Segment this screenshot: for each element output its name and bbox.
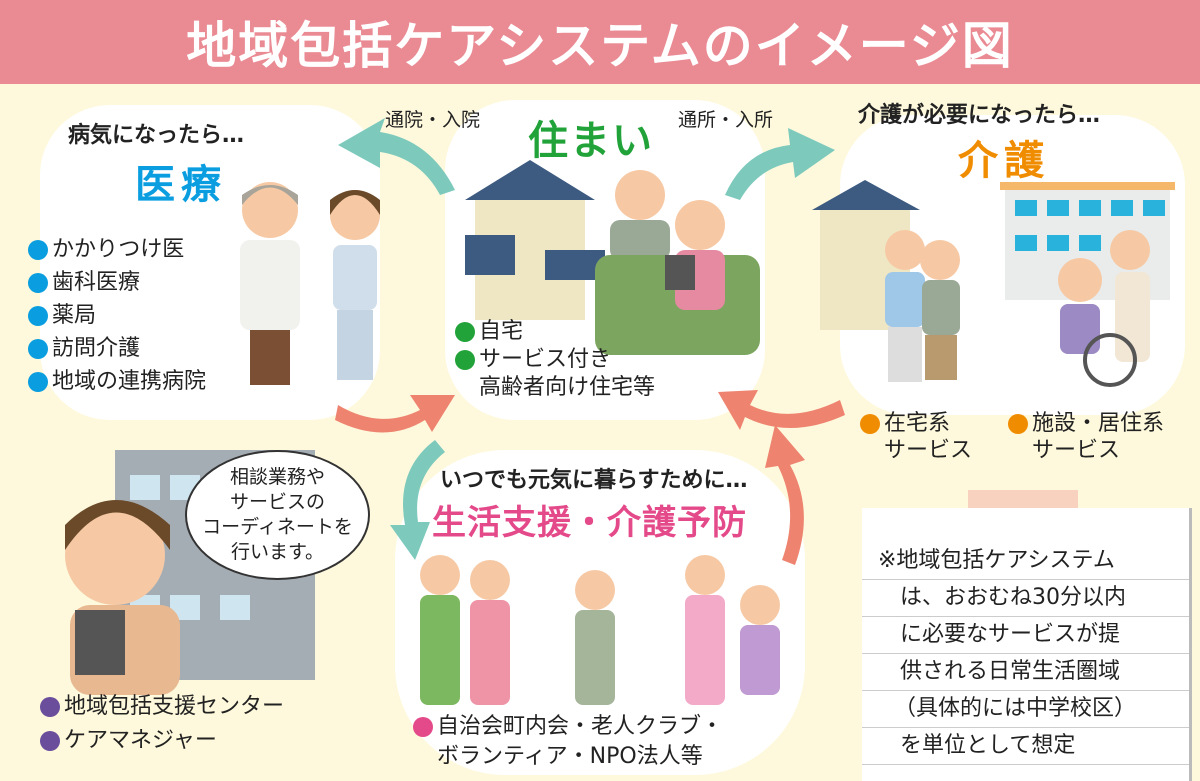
bullet-icon <box>1008 413 1028 434</box>
medical-intro: 病気になったら… <box>68 123 245 148</box>
list-item: 歯科医療 <box>28 266 206 299</box>
list-item: 自治会町内会・老人クラブ・ <box>413 712 723 742</box>
support-heading: 生活支援・介護予防 <box>432 503 747 543</box>
support-list: 自治会町内会・老人クラブ・ ボランティア・NPO法人等 <box>413 712 723 772</box>
page-title: 地域包括ケアシステムのイメージ図 <box>186 17 1014 75</box>
care-heading: 介護 <box>958 138 1050 184</box>
medical-heading: 医療 <box>135 162 227 208</box>
list-item: 施設・居住系 <box>1008 410 1164 437</box>
arrow-medical-to-housing <box>335 395 455 433</box>
list-item: 自宅 <box>455 318 655 346</box>
list-item: サービス付き <box>455 346 655 374</box>
bullet-icon <box>40 731 60 751</box>
speech-bubble: 相談業務やサービスのコーディネートを行います。 <box>185 450 370 580</box>
note-card: ※地域包括ケアシステム は、おおむね30分以内 に必要なサービスが提 供される日… <box>862 508 1192 781</box>
list-item: 地域包括支援センター <box>40 690 284 724</box>
arrow-housing-to-support <box>390 440 445 560</box>
housing-heading: 住まい <box>528 118 654 164</box>
community-activity-illustration <box>420 555 780 705</box>
bullet-icon <box>28 239 48 260</box>
care-list-facility: 施設・居住系 サービス <box>1008 410 1164 464</box>
arrow-to-care <box>725 128 835 200</box>
list-item: 訪問介護 <box>28 332 206 365</box>
list-item: 地域の連携病院 <box>28 365 206 398</box>
bullet-icon <box>413 717 433 737</box>
bullet-icon <box>40 697 60 717</box>
medical-panel <box>40 105 380 420</box>
arrow-to-medical <box>338 118 455 195</box>
route-label-care: 通所・入所 <box>678 109 774 131</box>
bullet-icon <box>28 272 48 293</box>
title-banner: 地域包括ケアシステムのイメージ図 <box>0 0 1200 84</box>
doctor-nurse-illustration <box>240 182 380 385</box>
route-label-medical: 通院・入院 <box>385 109 481 131</box>
bullet-icon <box>28 305 48 326</box>
bullet-icon <box>860 413 880 434</box>
list-item: かかりつけ医 <box>28 233 206 266</box>
care-list-home: 在宅系 サービス <box>860 410 972 464</box>
support-intro: いつでも元気に暮らすために… <box>440 468 748 493</box>
list-item: 在宅系 <box>860 410 972 437</box>
medical-list: かかりつけ医 歯科医療 薬局 訪問介護 地域の連携病院 <box>28 233 206 398</box>
list-item-continued: 高齢者向け住宅等 <box>479 375 656 400</box>
bullet-icon <box>455 350 475 370</box>
bullet-icon <box>28 338 48 359</box>
list-item: ケアマネジャー <box>40 724 284 758</box>
list-item: 薬局 <box>28 299 206 332</box>
housing-list: 自宅 サービス付き 高齢者向け住宅等 <box>455 318 655 402</box>
care-services-illustration <box>812 180 1175 387</box>
home-family-illustration <box>465 160 760 355</box>
center-list: 地域包括支援センター ケアマネジャー <box>40 690 284 758</box>
bullet-icon <box>28 371 48 392</box>
arrow-care-to-housing <box>718 390 845 430</box>
arrow-support-to-housing <box>765 425 805 565</box>
bullet-icon <box>455 322 475 342</box>
care-intro: 介護が必要になったら… <box>858 103 1101 128</box>
